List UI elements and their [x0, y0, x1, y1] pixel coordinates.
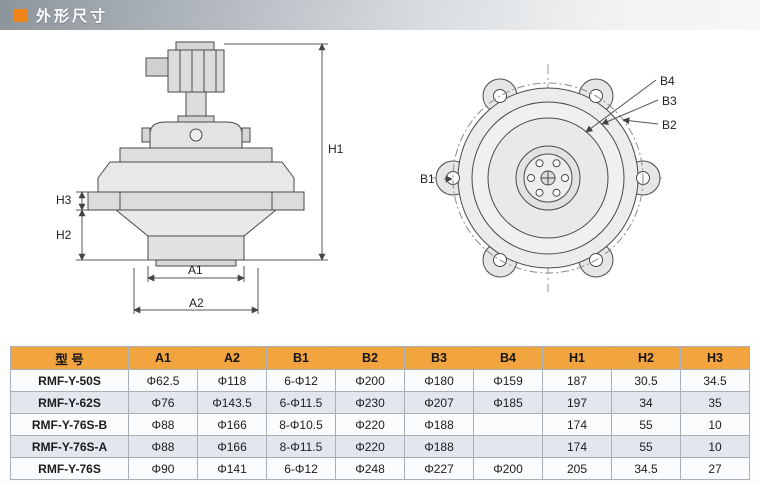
front-view-drawing — [432, 64, 664, 292]
side-view-drawing — [87, 41, 305, 267]
spec-cell: Φ141 — [197, 457, 267, 480]
spec-cell: 174 — [542, 413, 612, 436]
dim-label-h1: H1 — [328, 142, 344, 156]
accent-square-icon — [14, 8, 27, 22]
col-header-b4: B4 — [473, 346, 543, 370]
spec-cell-model: RMF-Y-76S-A — [10, 435, 129, 458]
dim-label-a2: A2 — [189, 296, 204, 310]
spec-cell: Φ188 — [404, 435, 474, 458]
section-header: 外形尺寸 — [0, 0, 760, 30]
spec-cell: 6-Φ12 — [266, 369, 336, 392]
spec-cell: Φ200 — [473, 457, 543, 480]
spec-cell: 55 — [611, 413, 681, 436]
col-header-b1: B1 — [266, 346, 336, 370]
dimension-drawing — [76, 41, 664, 314]
spec-cell: 35 — [680, 391, 750, 414]
col-header-h1: H1 — [542, 346, 612, 370]
spec-cell: Φ166 — [197, 413, 267, 436]
spec-cell: Φ220 — [335, 413, 405, 436]
spec-cell: Φ159 — [473, 369, 543, 392]
spec-cell: Φ166 — [197, 435, 267, 458]
dim-label-b3: B3 — [662, 94, 677, 108]
spec-cell — [473, 413, 543, 436]
spec-cell-model: RMF-Y-76S-B — [10, 413, 129, 436]
spec-cell: 8-Φ11.5 — [266, 435, 336, 458]
spec-cell-model: RMF-Y-62S — [10, 391, 129, 414]
spec-cell: Φ248 — [335, 457, 405, 480]
section-title: 外形尺寸 — [36, 7, 109, 25]
spec-cell-model: RMF-Y-76S — [10, 457, 129, 480]
spec-cell: 27 — [680, 457, 750, 480]
drawing-area: H1 H3 H2 A1 A2 B4 B3 B2 B1 — [0, 30, 760, 342]
spec-cell: Φ180 — [404, 369, 474, 392]
col-header-h2: H2 — [611, 346, 681, 370]
spec-cell: Φ185 — [473, 391, 543, 414]
spec-cell: Φ90 — [128, 457, 198, 480]
spec-table: 型 号 A1 A2 B1 B2 B3 B4 H1 H2 H3 RMF-Y-50S… — [10, 346, 750, 480]
spec-cell: Φ118 — [197, 369, 267, 392]
dim-label-h2: H2 — [56, 228, 72, 242]
spec-cell: 8-Φ10.5 — [266, 413, 336, 436]
spec-cell: Φ88 — [128, 413, 198, 436]
dim-label-b4: B4 — [660, 74, 675, 88]
spec-cell: Φ200 — [335, 369, 405, 392]
spec-cell: 197 — [542, 391, 612, 414]
col-header-a1: A1 — [128, 346, 198, 370]
dim-label-b2: B2 — [662, 118, 677, 132]
spec-cell: Φ220 — [335, 435, 405, 458]
col-header-b2: B2 — [335, 346, 405, 370]
spec-cell: Φ230 — [335, 391, 405, 414]
dim-label-h3: H3 — [56, 193, 72, 207]
col-header-model: 型 号 — [10, 346, 129, 370]
spec-cell: 187 — [542, 369, 612, 392]
spec-cell-model: RMF-Y-50S — [10, 369, 129, 392]
col-header-b3: B3 — [404, 346, 474, 370]
spec-cell: 55 — [611, 435, 681, 458]
side-view-dimensions — [76, 43, 328, 314]
spec-cell: Φ76 — [128, 391, 198, 414]
spec-cell: 205 — [542, 457, 612, 480]
table-row: RMF-Y-62S Φ76 Φ143.5 6-Φ11.5 Φ230 Φ207 Φ… — [10, 391, 750, 414]
spec-cell: Φ227 — [404, 457, 474, 480]
table-header-row: 型 号 A1 A2 B1 B2 B3 B4 H1 H2 H3 — [10, 346, 750, 370]
dim-label-b1: B1 — [420, 172, 435, 186]
spec-cell: 34.5 — [680, 369, 750, 392]
spec-cell: 34.5 — [611, 457, 681, 480]
table-row: RMF-Y-76S Φ90 Φ141 6-Φ12 Φ248 Φ227 Φ200 … — [10, 457, 750, 480]
spec-cell — [473, 435, 543, 458]
dim-label-a1: A1 — [188, 263, 203, 277]
spec-cell: 10 — [680, 435, 750, 458]
col-header-h3: H3 — [680, 346, 750, 370]
spec-cell: 10 — [680, 413, 750, 436]
spec-cell: Φ143.5 — [197, 391, 267, 414]
spec-cell: 174 — [542, 435, 612, 458]
table-row: RMF-Y-76S-A Φ88 Φ166 8-Φ11.5 Φ220 Φ188 1… — [10, 435, 750, 458]
col-header-a2: A2 — [197, 346, 267, 370]
spec-cell: Φ188 — [404, 413, 474, 436]
spec-cell: 30.5 — [611, 369, 681, 392]
spec-cell: 34 — [611, 391, 681, 414]
spec-cell: Φ62.5 — [128, 369, 198, 392]
spec-cell: Φ88 — [128, 435, 198, 458]
spec-cell: 6-Φ11.5 — [266, 391, 336, 414]
table-row: RMF-Y-76S-B Φ88 Φ166 8-Φ10.5 Φ220 Φ188 1… — [10, 413, 750, 436]
spec-cell: 6-Φ12 — [266, 457, 336, 480]
spec-cell: Φ207 — [404, 391, 474, 414]
table-row: RMF-Y-50S Φ62.5 Φ118 6-Φ12 Φ200 Φ180 Φ15… — [10, 369, 750, 392]
